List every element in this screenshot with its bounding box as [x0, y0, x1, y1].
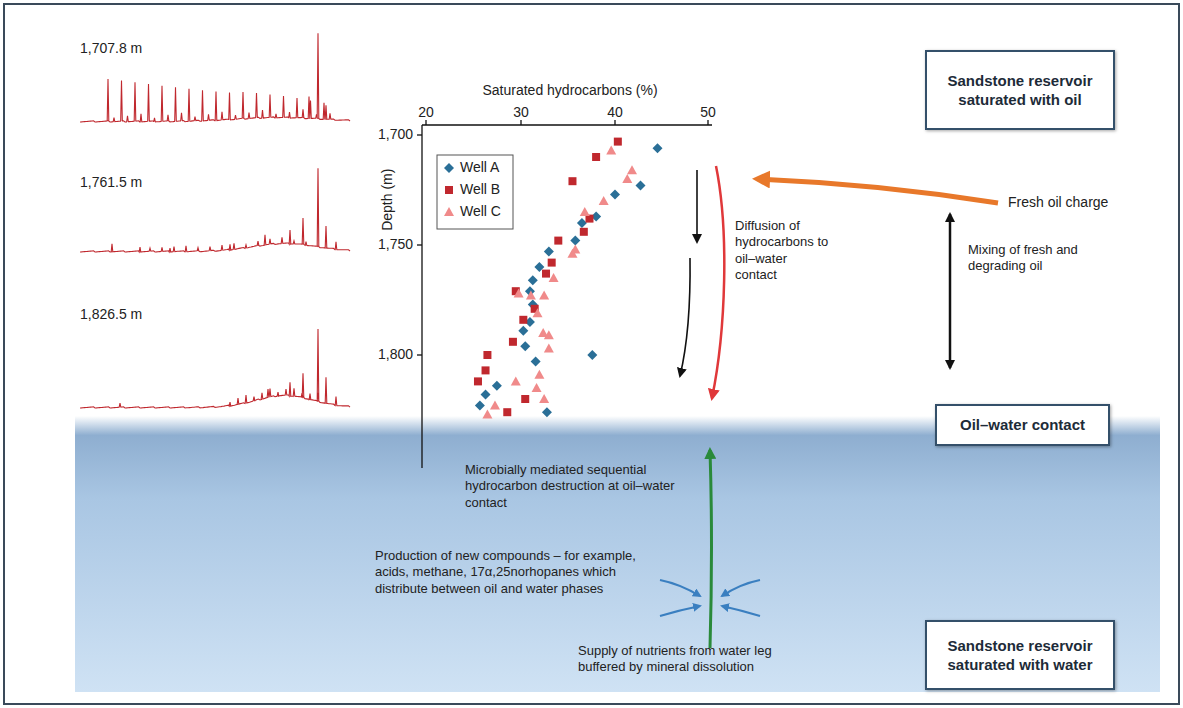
- axis-title: Saturated hydrocarbons (%): [465, 82, 675, 100]
- legend-entry: Well A: [460, 159, 499, 177]
- tick-label: 30: [506, 104, 536, 122]
- diffusion-arrow: [712, 166, 724, 398]
- depth-label: 1,826.5 m: [80, 306, 180, 324]
- tick-label: 40: [600, 104, 630, 122]
- legend-box: [437, 155, 513, 229]
- process-note: Microbially mediated sequential hydrocar…: [465, 462, 680, 511]
- chart-axes: [417, 120, 712, 468]
- tick-label: 50: [693, 104, 723, 122]
- process-note: Mixing of fresh and degrading oil: [968, 242, 1082, 275]
- destruction-arrow: [710, 450, 712, 648]
- region-box: Oil–water contact: [935, 404, 1110, 446]
- legend-entry: Well B: [460, 181, 500, 199]
- process-note: Supply of nutrients from water leg buffe…: [578, 643, 818, 676]
- mixing-arrow: [949, 214, 952, 368]
- legend-entry: Well C: [460, 203, 501, 221]
- box-title: Sandstone reservoir saturated with oil: [937, 71, 1103, 110]
- oil-charge-arrow: [758, 179, 998, 203]
- box-title: Oil–water contact: [960, 415, 1085, 435]
- process-note: Fresh oil charge: [1008, 194, 1148, 212]
- legend-markers: [444, 163, 454, 216]
- nutrient-arrows: [660, 580, 760, 616]
- tick-label: 1,700: [365, 126, 413, 144]
- process-note: Diffusion of hydrocarbons to oil–water c…: [735, 218, 831, 283]
- chromatograms: [80, 33, 350, 408]
- frame: [4, 4, 1179, 704]
- region-box: Sandstone reservoir saturated with oil: [925, 50, 1115, 130]
- tick-label: 1,800: [365, 346, 413, 364]
- data-points: [474, 138, 663, 419]
- region-box: Sandstone reservoir saturated with water: [925, 620, 1115, 690]
- diffusion-arrow: [680, 258, 690, 376]
- tick-label: 1,750: [365, 236, 413, 254]
- axis-title: Depth (m): [379, 169, 397, 231]
- depth-label: 1,761.5 m: [80, 174, 180, 192]
- box-title: Sandstone reservoir saturated with water: [937, 636, 1103, 675]
- tick-label: 20: [411, 104, 441, 122]
- process-note: Production of new compounds – for exampl…: [375, 548, 657, 597]
- depth-label: 1,707.8 m: [80, 40, 180, 58]
- water-leg: [75, 416, 1160, 692]
- diffusion-arrow: [696, 170, 698, 242]
